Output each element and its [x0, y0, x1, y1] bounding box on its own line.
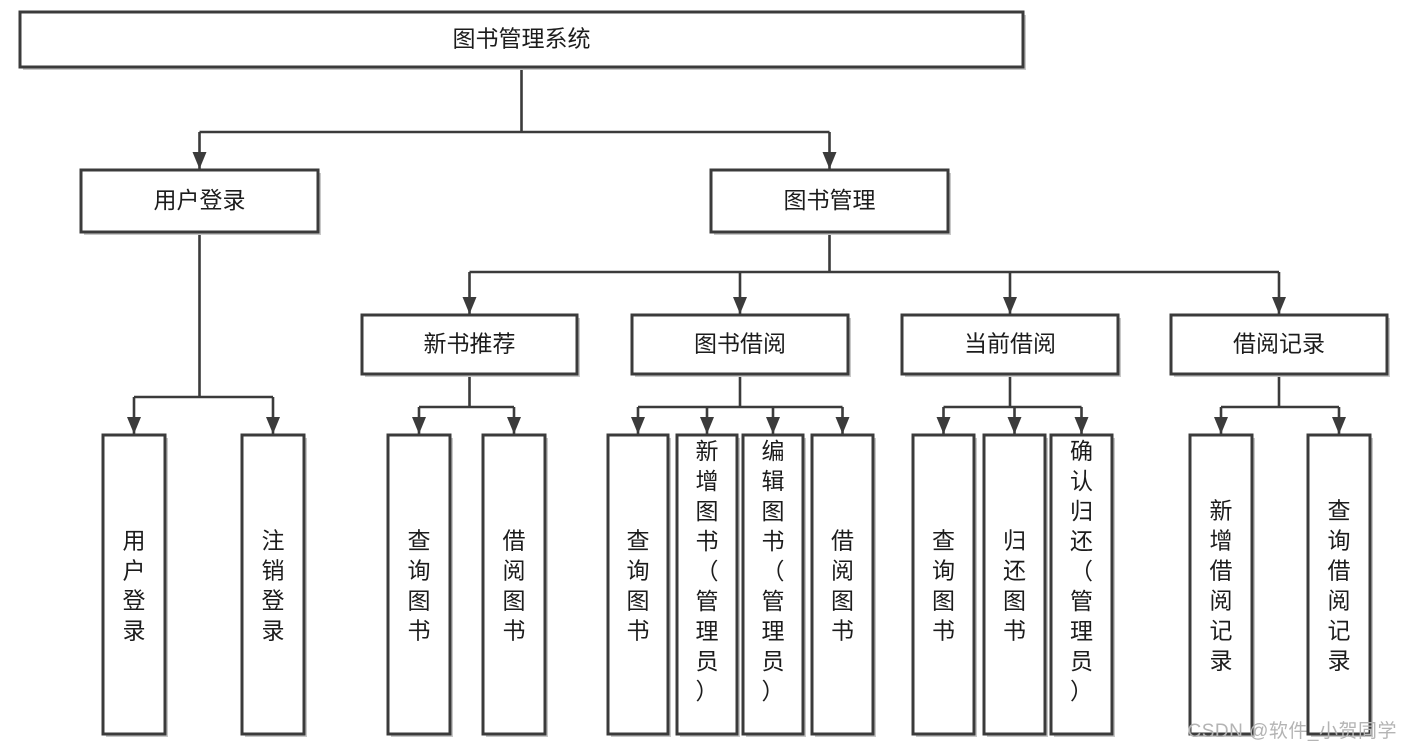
node-box[interactable]: [360, 313, 579, 376]
node-box[interactable]: [982, 433, 1047, 736]
arrow-head-icon: [1214, 417, 1228, 434]
leaf-user-login[interactable]: 用户登录: [101, 433, 168, 737]
arrow-head-icon: [700, 417, 714, 434]
node-box[interactable]: [606, 433, 670, 736]
node-layer: 图书管理系统用户登录图书管理新书推荐图书借阅当前借阅借阅记录用户登录注销登录查询…: [18, 10, 1390, 737]
arrow-head-icon: [412, 417, 426, 434]
leaf-add-borrow-record[interactable]: 新增借阅记录: [1188, 433, 1255, 737]
book-borrow[interactable]: 图书借阅: [630, 313, 851, 377]
node-label: 编辑图书（管理员）: [762, 438, 785, 704]
node-box[interactable]: [18, 10, 1025, 69]
arrow-head-icon: [936, 417, 951, 434]
arrow-head-icon: [127, 417, 141, 434]
arrow-head-icon: [507, 417, 521, 434]
leaf-add-book[interactable]: 新增图书（管理员）: [675, 433, 740, 737]
current-borrow[interactable]: 当前借阅: [900, 313, 1121, 377]
node-label: 当前借阅: [964, 331, 1056, 357]
node-box[interactable]: [900, 313, 1120, 376]
leaf-query-borrow-record[interactable]: 查询借阅记录: [1306, 433, 1373, 737]
node-label: 用户登录: [154, 187, 246, 213]
leaf-borrow-book-rec[interactable]: 借阅图书: [481, 433, 548, 737]
node-label: 借阅图书: [831, 528, 854, 644]
borrow-record[interactable]: 借阅记录: [1169, 313, 1390, 377]
node-box[interactable]: [741, 433, 805, 736]
arrow-head-icon: [192, 152, 207, 169]
node-label: 借阅记录: [1233, 331, 1325, 357]
node-label: 图书管理: [784, 187, 876, 213]
node-box[interactable]: [911, 433, 976, 736]
leaf-edit-book[interactable]: 编辑图书（管理员）: [741, 433, 806, 737]
node-box[interactable]: [675, 433, 739, 736]
user-login[interactable]: 用户登录: [79, 168, 321, 235]
arrow-head-icon: [766, 417, 780, 434]
node-box[interactable]: [481, 433, 547, 736]
node-box[interactable]: [1049, 433, 1114, 736]
node-box[interactable]: [240, 433, 306, 736]
node-label: 图书借阅: [694, 331, 786, 357]
node-label: 查询图书: [627, 528, 650, 644]
arrow-head-icon: [1003, 297, 1017, 314]
node-box[interactable]: [1188, 433, 1254, 736]
node-label: 查询图书: [932, 528, 955, 644]
node-label: 归还图书: [1003, 528, 1026, 644]
node-label: 新增借阅记录: [1210, 498, 1233, 674]
arrow-head-icon: [835, 417, 850, 434]
connector-layer: [127, 67, 1346, 434]
leaf-query-book-borrow[interactable]: 查询图书: [606, 433, 671, 737]
node-label: 查询图书: [408, 528, 431, 644]
arrow-head-icon: [266, 417, 280, 434]
node-label: 借阅图书: [503, 528, 526, 644]
node-label: 新增图书（管理员）: [696, 438, 719, 704]
book-manage[interactable]: 图书管理: [709, 168, 951, 235]
node-box[interactable]: [810, 433, 875, 736]
arrow-head-icon: [822, 152, 837, 169]
leaf-return-book[interactable]: 归还图书: [982, 433, 1048, 737]
new-book-rec[interactable]: 新书推荐: [360, 313, 580, 377]
leaf-user-logout[interactable]: 注销登录: [240, 433, 307, 737]
node-box[interactable]: [1169, 313, 1389, 376]
node-box[interactable]: [709, 168, 950, 234]
node-label: 确认归还（管理员）: [1070, 438, 1093, 704]
arrow-head-icon: [631, 417, 645, 434]
arrow-head-icon: [1074, 417, 1089, 434]
node-box[interactable]: [101, 433, 167, 736]
node-box[interactable]: [79, 168, 320, 234]
leaf-confirm-return[interactable]: 确认归还（管理员）: [1049, 433, 1115, 737]
node-label: 用户登录: [123, 528, 146, 644]
leaf-query-book-rec[interactable]: 查询图书: [386, 433, 453, 737]
arrow-head-icon: [1332, 417, 1346, 434]
node-label: 查询借阅记录: [1328, 498, 1351, 674]
arrow-head-icon: [1007, 417, 1022, 434]
node-box[interactable]: [630, 313, 850, 376]
node-box[interactable]: [386, 433, 452, 736]
leaf-borrow-book[interactable]: 借阅图书: [810, 433, 876, 737]
arrow-head-icon: [462, 297, 477, 314]
arrow-head-icon: [1272, 297, 1286, 314]
arrow-head-icon: [733, 297, 747, 314]
root-node[interactable]: 图书管理系统: [18, 10, 1026, 70]
node-box[interactable]: [1306, 433, 1372, 736]
node-label: 新书推荐: [424, 331, 516, 357]
leaf-query-book-current[interactable]: 查询图书: [911, 433, 977, 737]
node-label: 图书管理系统: [453, 26, 591, 52]
node-label: 注销登录: [262, 528, 285, 644]
